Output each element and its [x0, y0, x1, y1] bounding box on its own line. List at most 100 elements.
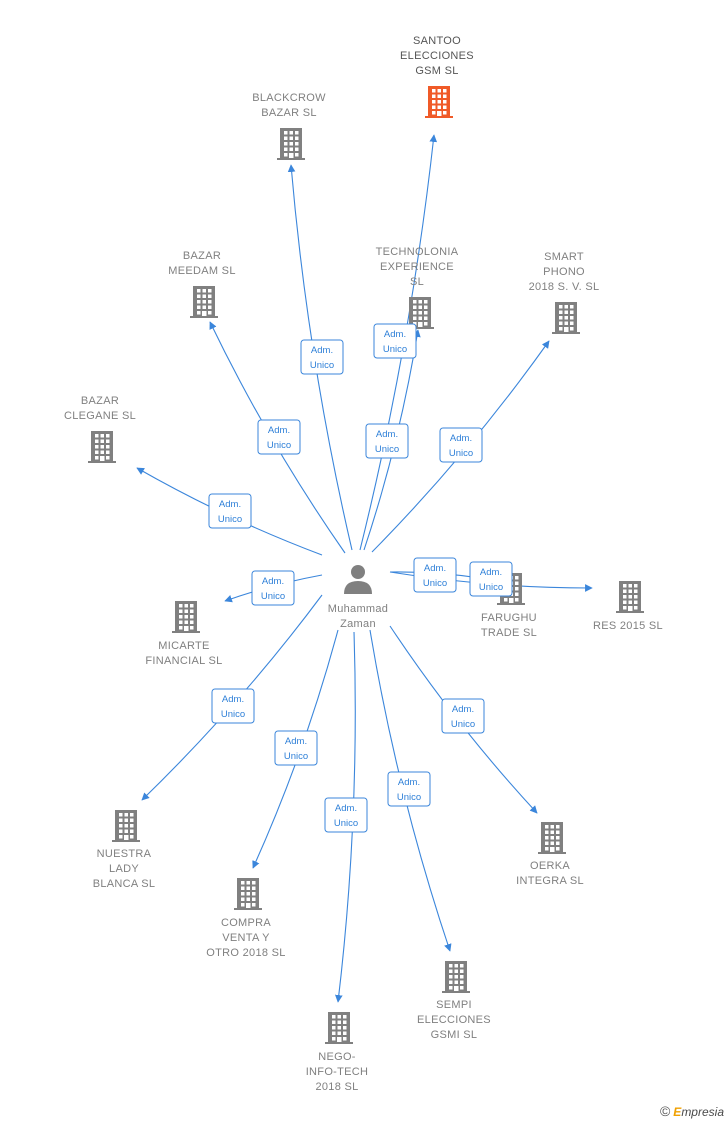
- company-label-nego[interactable]: NEGO- INFO-TECH 2018 SL: [306, 1051, 369, 1093]
- edge-label-line: Adm.: [480, 567, 502, 578]
- company-label-line: NUESTRA: [97, 848, 152, 860]
- building-icon[interactable]: [234, 878, 262, 910]
- building-icon[interactable]: [277, 128, 305, 160]
- company-label-line: GSM SL: [415, 65, 458, 77]
- company-label-res2015[interactable]: RES 2015 SL: [593, 620, 663, 632]
- edge-label-line: Adm.: [268, 425, 290, 436]
- company-label-line: LADY: [109, 863, 139, 875]
- edge-labels: Adm.UnicoAdm.UnicoAdm.UnicoAdm.UnicoAdm.…: [208, 323, 513, 833]
- company-label-line: BLACKCROW: [252, 92, 326, 104]
- edge-label-line: Unico: [423, 578, 447, 589]
- person-icon[interactable]: [344, 565, 372, 594]
- edge-label-line: Unico: [334, 818, 358, 829]
- footer: ©Empresia: [660, 1103, 724, 1119]
- edge-label-line: Unico: [310, 360, 334, 371]
- building-icon[interactable]: [552, 302, 580, 334]
- building-icon[interactable]: [172, 601, 200, 633]
- edge-label-santoo[interactable]: Adm.Unico: [373, 323, 417, 359]
- building-icon[interactable]: [442, 961, 470, 993]
- company-label-line: FINANCIAL SL: [145, 655, 222, 667]
- edge-label-micarte[interactable]: Adm. Unico: [251, 570, 295, 606]
- building-icon[interactable]: [538, 822, 566, 854]
- company-label-line: MEEDAM SL: [168, 265, 236, 277]
- company-label-line: TRADE SL: [481, 627, 537, 639]
- company-label-farughu[interactable]: FARUGHU TRADE SL: [481, 612, 537, 639]
- edge-label-clegane[interactable]: Adm. Unico: [208, 493, 252, 529]
- edge-label-oerka[interactable]: Adm. Unico: [441, 698, 485, 734]
- company-label-line: BLANCA SL: [93, 878, 156, 890]
- brand-logo-initial: E: [673, 1105, 682, 1119]
- edge-label-line: Adm.: [262, 576, 284, 587]
- edge-label-smart[interactable]: Adm.Unico: [439, 427, 483, 463]
- edge-label-line: Unico: [397, 792, 421, 803]
- company-label-line: INTEGRA SL: [516, 875, 584, 887]
- building-icon[interactable]: [112, 810, 140, 842]
- edge-label-line: Unico: [451, 719, 475, 730]
- edge-label-technolonia[interactable]: Adm. Unico: [365, 423, 409, 459]
- edge-label-meedam[interactable]: Adm. Unico: [257, 419, 301, 455]
- edge-label-line: Unico: [261, 591, 285, 602]
- edge-label-line: Unico: [218, 514, 242, 525]
- building-icon[interactable]: [616, 581, 644, 613]
- company-label-micarte[interactable]: MICARTE FINANCIAL SL: [145, 640, 222, 667]
- edge-label-line: Adm.: [424, 563, 446, 574]
- company-label-sempi[interactable]: SEMPI ELECCIONES GSMI SL: [417, 999, 491, 1041]
- edge-label-line: Unico: [284, 751, 308, 762]
- company-label-line: SMART: [544, 251, 584, 263]
- edge-label-line: Unico: [267, 440, 291, 451]
- company-label-line: 2018 SL: [315, 1081, 358, 1093]
- edge-label-line: Unico: [479, 582, 503, 593]
- company-label-blackcrow[interactable]: BLACKCROW BAZAR SL: [252, 92, 326, 119]
- edge-label-res2015[interactable]: Adm. Unico: [469, 561, 513, 597]
- company-label-line: PHONO: [543, 266, 585, 278]
- person-name-line: Zaman: [340, 618, 376, 630]
- edge-label-line: Unico: [375, 444, 399, 455]
- building-icon[interactable]: [425, 86, 453, 118]
- company-label-line: SL: [410, 276, 424, 288]
- edge-label-line: Adm.: [335, 803, 357, 814]
- company-label-line: NEGO-: [318, 1051, 356, 1063]
- company-label-line: RES 2015 SL: [593, 620, 663, 632]
- building-icon[interactable]: [325, 1012, 353, 1044]
- person-name-line: Muhammad: [328, 603, 388, 615]
- edge-label-compra[interactable]: Adm. Unico: [274, 730, 318, 766]
- edge-label-line: Adm.: [219, 499, 241, 510]
- company-label-line: SEMPI: [436, 999, 472, 1011]
- company-label-smart[interactable]: SMART PHONO 2018 S. V. SL: [529, 251, 600, 293]
- company-label-line: FARUGHU: [481, 612, 537, 624]
- company-label-line: MICARTE: [158, 640, 209, 652]
- company-label-line: 2018 S. V. SL: [529, 281, 600, 293]
- building-icon[interactable]: [406, 297, 434, 329]
- edge-label-line: Adm.: [222, 694, 244, 705]
- edge-label-line: Adm.: [452, 704, 474, 715]
- brand-logo-text: mpresia: [681, 1105, 724, 1119]
- company-label-line: BAZAR: [81, 395, 119, 407]
- company-label-nuestra[interactable]: NUESTRA LADY BLANCA SL: [93, 848, 156, 890]
- company-label-line: BAZAR SL: [261, 107, 317, 119]
- edge-label-sempi[interactable]: Adm.Unico: [387, 771, 431, 807]
- company-label-line: GSMI SL: [431, 1029, 478, 1041]
- edge-label-nego[interactable]: Adm. Unico: [324, 797, 368, 833]
- edge-label-farughu[interactable]: Adm. Unico: [413, 557, 457, 593]
- company-label-line: INFO-TECH: [306, 1066, 369, 1078]
- copyright-symbol: ©: [659, 1103, 671, 1119]
- company-label-line: OTRO 2018 SL: [206, 947, 285, 959]
- company-label-line: EXPERIENCE: [380, 261, 454, 273]
- edge-label-line: Unico: [221, 709, 245, 720]
- edge-label-nuestra[interactable]: Adm. Unico: [211, 688, 255, 724]
- edge-label-line: Adm.: [376, 429, 398, 440]
- building-icon[interactable]: [88, 431, 116, 463]
- edge-label-line: Adm.: [285, 736, 307, 747]
- company-label-line: ELECCIONES: [417, 1014, 491, 1026]
- building-icon[interactable]: [190, 286, 218, 318]
- edge-label-blackcrow[interactable]: Adm.Unico: [300, 339, 344, 375]
